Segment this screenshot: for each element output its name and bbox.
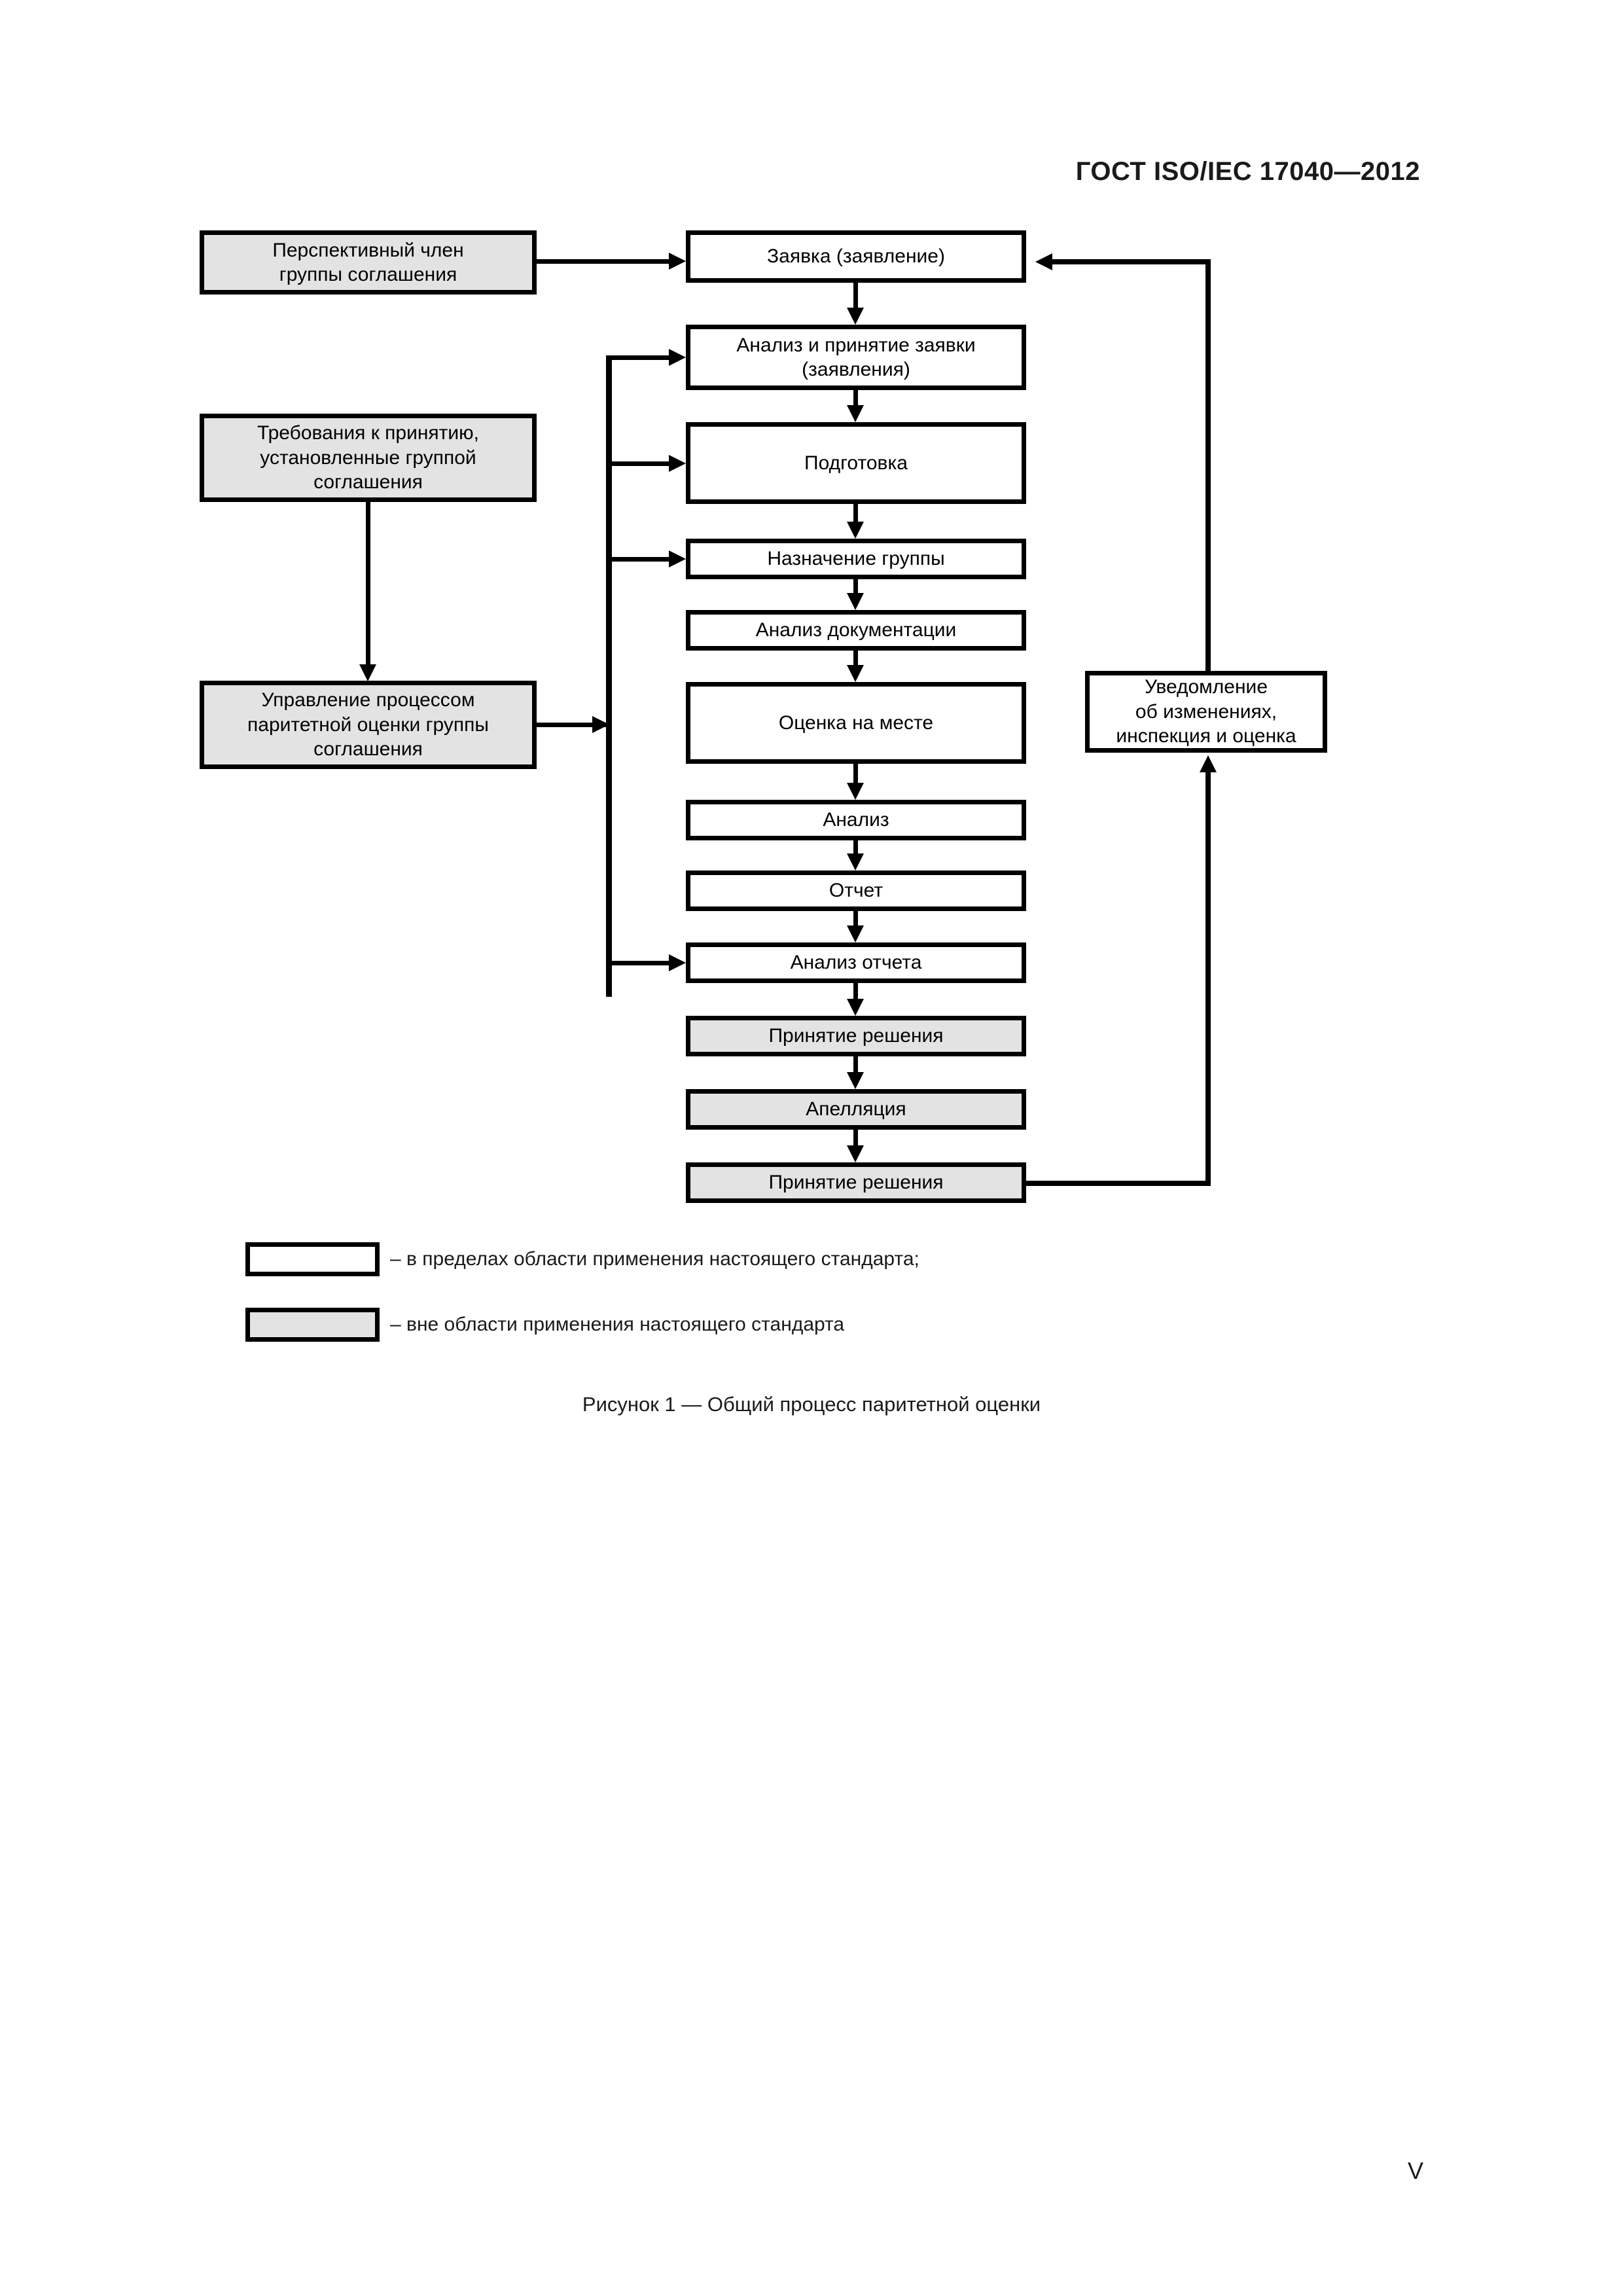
arrowhead-into-preparation-top	[847, 405, 864, 422]
connector-report-review-to-decision-making-1	[853, 983, 858, 999]
flow-box-on-site-assessment-label: Оценка на месте	[778, 711, 934, 734]
arrowhead-into-change-notification-bottom	[1200, 755, 1217, 772]
connector-bus-to-application-review	[606, 355, 670, 360]
connector-decision-making-1-to-appeal	[853, 1056, 858, 1072]
flow-box-decision-making-2-label: Принятие решения	[768, 1172, 944, 1194]
flow-box-decision-making-2: Принятие решения	[686, 1162, 1026, 1203]
arrowhead-into-team-appointment-top	[847, 522, 864, 539]
connector-report-to-report-review	[853, 911, 858, 925]
flow-box-team-appointment: Назначение группы	[686, 539, 1026, 579]
flow-box-decision-making-1: Принятие решения	[686, 1016, 1026, 1056]
legend-swatch-outside-scope	[245, 1308, 380, 1342]
flow-box-team-appointment-label: Назначение группы	[767, 548, 945, 570]
legend-row-within-scope: – в пределах области применения настояще…	[245, 1242, 919, 1276]
distribution-bus-vertical-line	[606, 355, 612, 997]
figure-caption: Рисунок 1 — Общий процесс паритетной оце…	[582, 1393, 1041, 1416]
flow-box-report-review-label: Анализ отчета	[790, 952, 922, 974]
flow-box-documentation-review: Анализ документации	[686, 610, 1026, 651]
legend-swatch-within-scope	[245, 1242, 380, 1276]
connector-prospective-member-to-application	[537, 259, 669, 264]
flow-box-decision-making-1-label: Принятие решения	[768, 1025, 944, 1047]
arrowhead-into-analysis-top	[847, 783, 864, 800]
flow-box-analysis-label: Анализ	[823, 809, 889, 831]
document-header-standard-number: ГОСТ ISO/IEC 17040—2012	[1075, 157, 1420, 186]
arrowhead-into-application-right	[1035, 253, 1052, 270]
feedback-line-right-vertical-lower	[1205, 772, 1211, 1186]
flow-box-report: Отчет	[686, 870, 1026, 911]
flow-box-application-review-label: Анализ и принятие заявки(заявления)	[736, 334, 976, 381]
connector-bus-to-report-review	[606, 961, 670, 965]
feedback-line-right-vertical-upper	[1205, 259, 1211, 672]
arrowhead-into-decision-making-1-top	[847, 999, 864, 1016]
flow-box-appeal: Апелляция	[686, 1089, 1026, 1130]
feedback-line-bottom-horizontal	[1026, 1181, 1211, 1186]
legend-label-within-scope: – в пределах области применения настояще…	[390, 1248, 919, 1270]
flow-box-preparation: Подготовка	[686, 422, 1026, 504]
connector-analysis-to-report	[853, 840, 858, 853]
arrowhead-into-preparation-left	[669, 455, 686, 472]
arrowhead-into-report-review-left	[669, 954, 686, 971]
flow-box-acceptance-requirements: Требования к принятию,установленные груп…	[200, 414, 537, 502]
connector-documentation-review-to-on-site-assessment	[853, 651, 858, 665]
flow-box-preparation-label: Подготовка	[804, 452, 908, 474]
arrowhead-into-process-management-top	[359, 664, 376, 681]
connector-bus-to-preparation	[606, 461, 670, 466]
legend-row-outside-scope: – вне области применения настоящего стан…	[245, 1308, 844, 1342]
arrowhead-into-application-left	[669, 253, 686, 270]
legend-label-outside-scope: – вне области применения настоящего стан…	[390, 1314, 845, 1335]
connector-application-review-to-preparation	[853, 390, 858, 405]
connector-process-management-to-bus	[537, 723, 609, 727]
arrowhead-into-report-top	[847, 853, 864, 870]
arrowhead-into-team-appointment-left	[669, 550, 686, 567]
flow-box-application-label: Заявка (заявление)	[767, 245, 945, 268]
page-number: V	[1407, 2157, 1423, 2184]
flow-box-documentation-review-label: Анализ документации	[755, 619, 957, 641]
arrowhead-into-report-review-top	[847, 925, 864, 942]
feedback-line-top-horizontal	[1052, 259, 1211, 264]
connector-preparation-to-team-appointment	[853, 504, 858, 522]
flow-box-application-review: Анализ и принятие заявки(заявления)	[686, 325, 1026, 390]
connector-bus-to-team-appointment	[606, 557, 670, 562]
arrowhead-into-on-site-assessment-top	[847, 665, 864, 682]
arrowhead-into-application-review-left	[669, 349, 686, 366]
flow-box-acceptance-requirements-label: Требования к принятию,установленные груп…	[257, 422, 480, 493]
connector-application-to-application-review	[853, 283, 858, 308]
flow-box-analysis: Анализ	[686, 800, 1026, 840]
flow-box-report-review: Анализ отчета	[686, 942, 1026, 983]
flow-box-appeal-label: Апелляция	[806, 1098, 906, 1121]
connector-appeal-to-decision-making-2	[853, 1130, 858, 1145]
flow-box-application: Заявка (заявление)	[686, 230, 1026, 283]
arrowhead-into-decision-making-2-top	[847, 1145, 864, 1162]
flow-box-report-label: Отчет	[829, 880, 883, 902]
connector-team-appointment-to-documentation-review	[853, 579, 858, 593]
arrowhead-into-documentation-review-top	[847, 593, 864, 610]
connector-requirements-to-process-management	[366, 502, 370, 664]
arrowhead-into-application-review-top	[847, 308, 864, 325]
flow-box-on-site-assessment: Оценка на месте	[686, 682, 1026, 764]
connector-on-site-assessment-to-analysis	[853, 764, 858, 783]
arrowhead-into-appeal-top	[847, 1072, 864, 1089]
